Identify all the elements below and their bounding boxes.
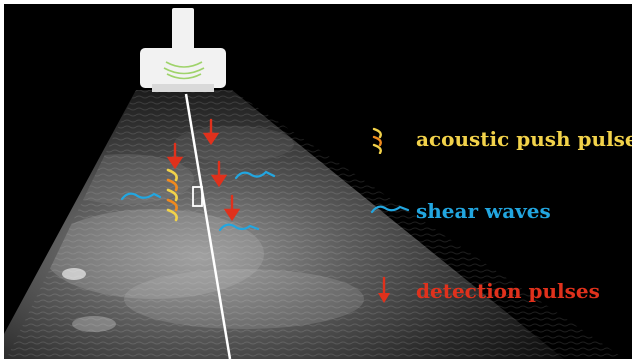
detection-arrow-icon xyxy=(370,276,410,306)
legend-shear-waves: shear waves xyxy=(370,196,551,226)
shear-wave-icon xyxy=(370,196,410,226)
ultrasound-transducer-icon xyxy=(140,8,226,92)
legend-shear-waves-label: shear waves xyxy=(416,199,551,223)
diagram-canvas: acoustic push pulse shear waves detectio… xyxy=(4,4,632,359)
legend-push-pulse: acoustic push pulse xyxy=(370,124,632,154)
push-pulse-arcs-icon xyxy=(370,124,410,154)
legend-detection-pulses-label: detection pulses xyxy=(416,279,600,303)
legend-detection-pulses: detection pulses xyxy=(370,276,600,306)
legend-push-pulse-label: acoustic push pulse xyxy=(416,127,632,151)
